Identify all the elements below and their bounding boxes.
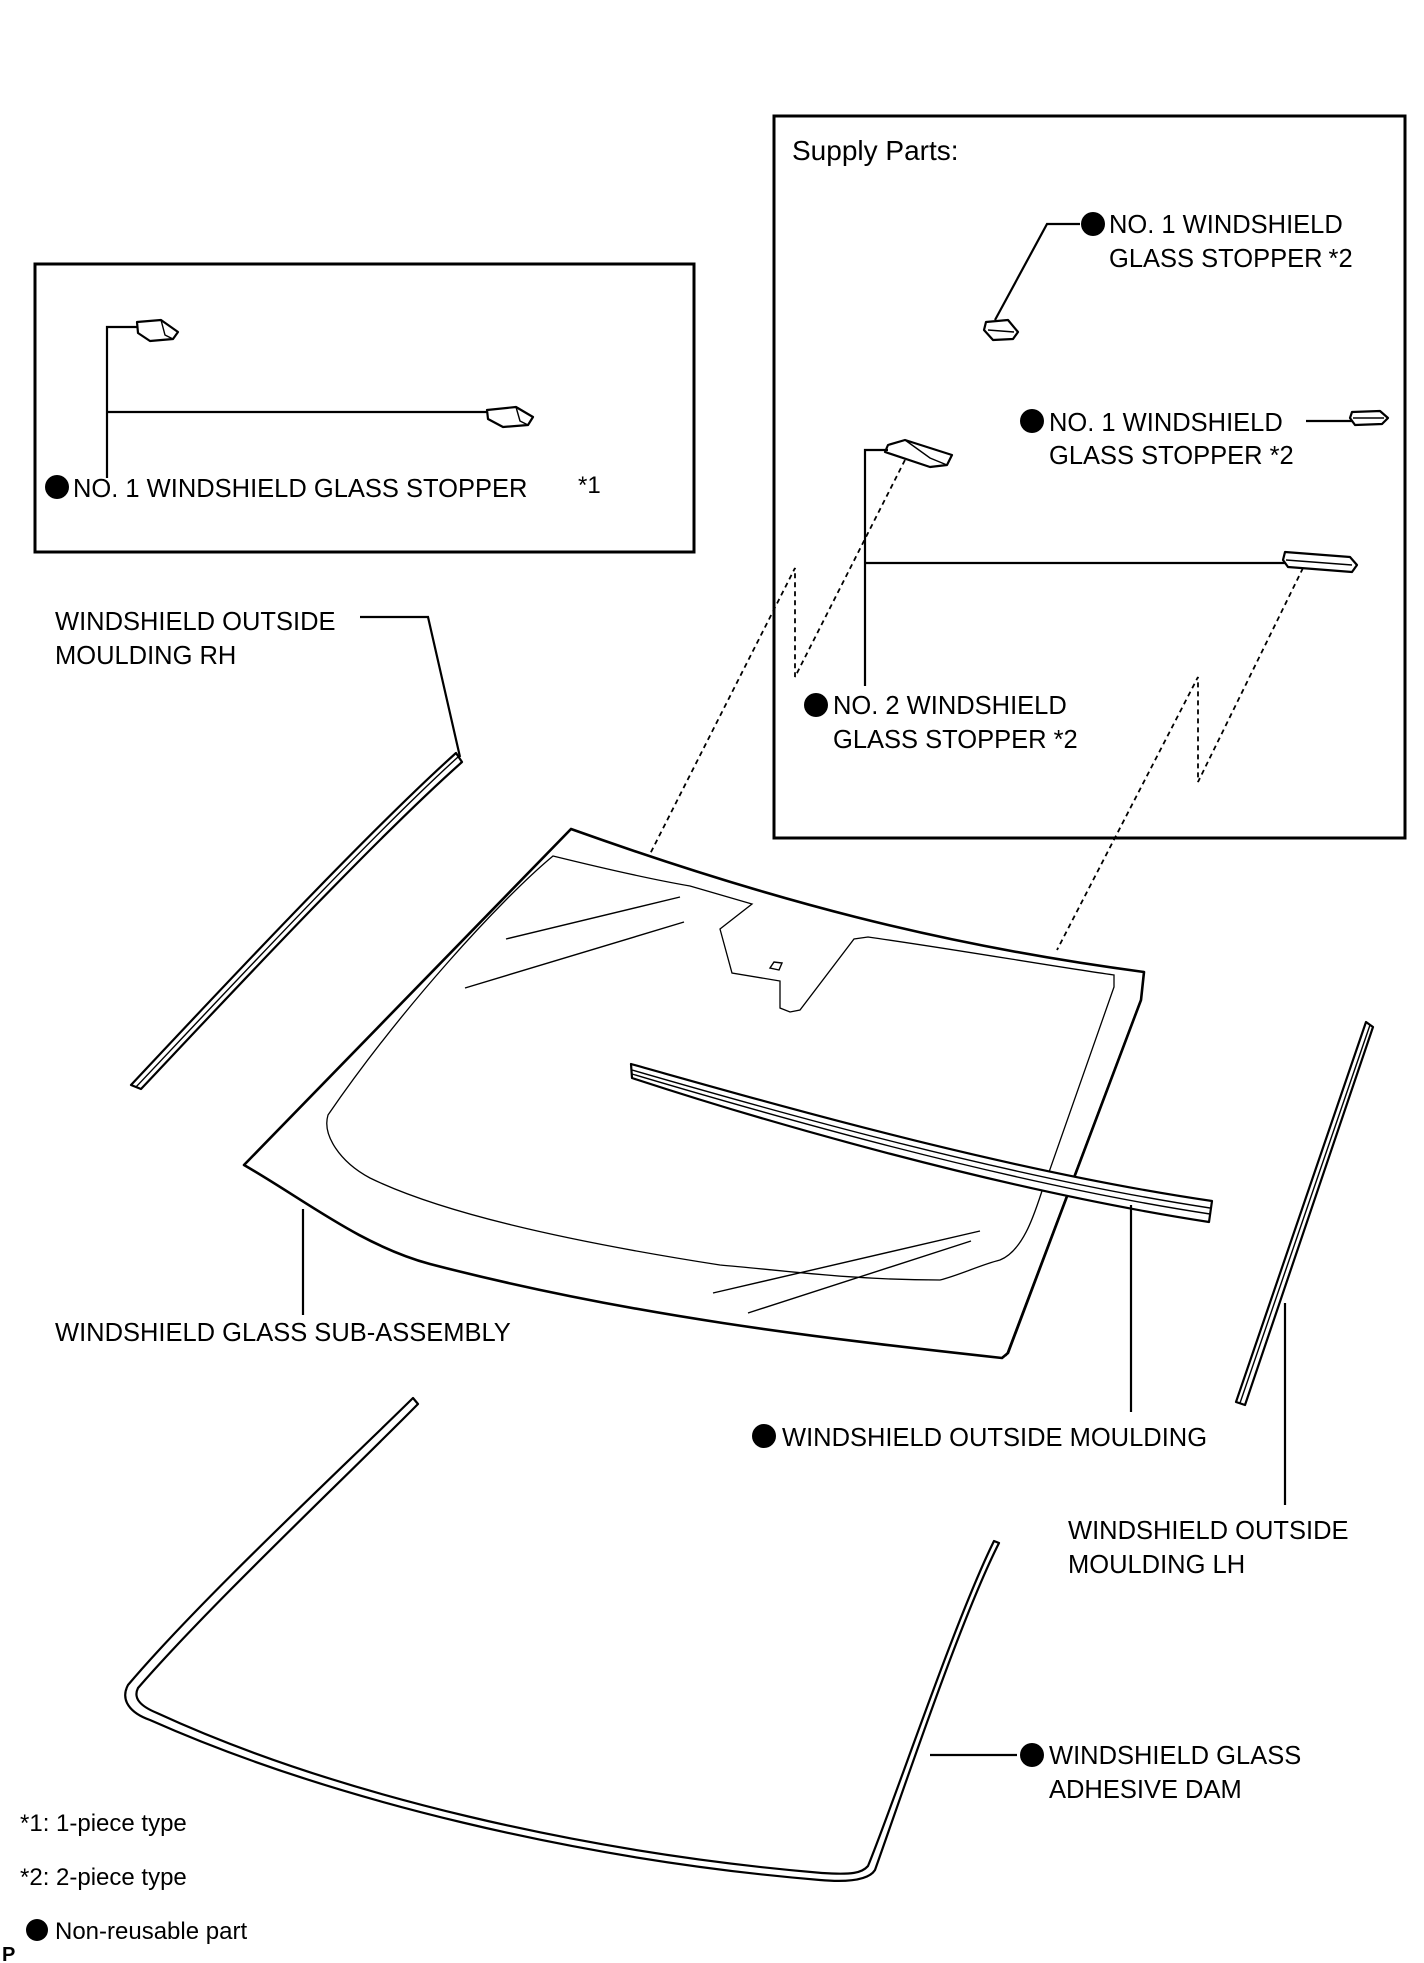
stopper-part-no1-top <box>982 318 1020 342</box>
callout-dashed-line <box>648 459 906 857</box>
non-reusable-marker-icon <box>1020 409 1044 433</box>
windshield-outside-moulding <box>629 1062 1214 1224</box>
footnote-non-reusable: Non-reusable part <box>55 1918 247 1945</box>
stopper-part-small <box>485 405 535 429</box>
leader-line <box>360 615 462 758</box>
outside-moulding-rh <box>129 751 464 1091</box>
non-reusable-marker-icon <box>752 1424 776 1448</box>
footnote-two-piece: *2: 2-piece type <box>20 1864 187 1891</box>
adhesive-dam-line2: ADHESIVE DAM <box>1049 1776 1242 1804</box>
callout-dashed-line <box>1056 567 1304 951</box>
stopper-no1-top-line2: GLASS STOPPER*2 <box>1109 245 1353 273</box>
non-reusable-marker-icon <box>45 475 69 499</box>
glass-sub-assembly-label: WINDSHIELD GLASS SUB-ASSEMBLY <box>55 1319 511 1347</box>
stopper-no1-mid-line1: NO. 1 WINDSHIELD <box>1049 409 1283 437</box>
non-reusable-marker-icon <box>1020 1743 1044 1767</box>
non-reusable-marker-icon <box>1081 212 1105 236</box>
one-piece-stopper-label: NO. 1 WINDSHIELD GLASS STOPPER <box>73 475 527 503</box>
non-reusable-marker-icon <box>804 693 828 717</box>
windshield-glass-adhesive-dam <box>124 1396 1001 1882</box>
stopper-part-no2-right <box>1281 550 1359 574</box>
stopper-no2-line2: GLASS STOPPER *2 <box>833 726 1078 754</box>
stopper-part-no1-mid <box>1348 409 1390 427</box>
leader-line <box>863 448 1285 686</box>
moulding-lh-line2: MOULDING LH <box>1068 1551 1245 1579</box>
moulding-rh-line2: MOULDING RH <box>55 642 236 670</box>
supply-parts-title: Supply Parts: <box>792 135 959 166</box>
stopper-part-no2-left <box>883 438 954 469</box>
leader-line <box>994 222 1080 321</box>
stopper-no1-mid-line2: GLASS STOPPER *2 <box>1049 442 1294 470</box>
footnote-one-piece: *1: 1-piece type <box>20 1810 187 1837</box>
outside-moulding-label: WINDSHIELD OUTSIDE MOULDING <box>782 1424 1207 1452</box>
outside-moulding-lh <box>1234 1020 1375 1407</box>
one-piece-note: *1 <box>578 472 601 499</box>
moulding-lh-line1: WINDSHIELD OUTSIDE <box>1068 1517 1349 1545</box>
figure-code: P <box>2 1944 15 1963</box>
non-reusable-marker-icon <box>26 1919 48 1941</box>
one-piece-stopper-box <box>33 262 696 554</box>
leader-line <box>105 325 487 478</box>
stopper-no1-top-line1: NO. 1 WINDSHIELD <box>1109 211 1343 239</box>
moulding-rh-line1: WINDSHIELD OUTSIDE <box>55 608 336 636</box>
stopper-part-small <box>135 318 180 343</box>
supply-parts-box <box>772 114 1407 840</box>
adhesive-dam-line1: WINDSHIELD GLASS <box>1049 1742 1301 1770</box>
stopper-no2-line1: NO. 2 WINDSHIELD <box>833 692 1067 720</box>
